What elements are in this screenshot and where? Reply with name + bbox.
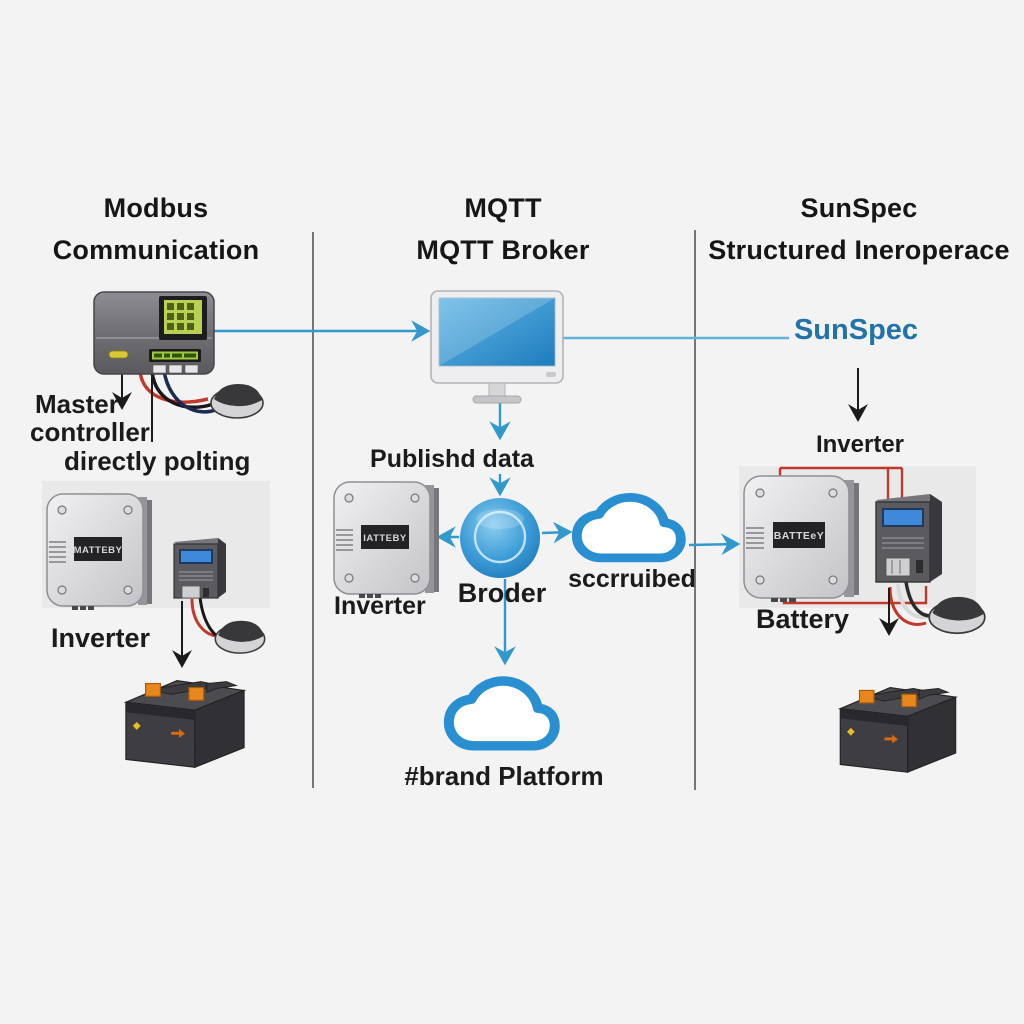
label-sunspec-blue: SunSpec [793,314,919,346]
lcd-device-col1 [173,538,226,599]
mouse-col3 [928,596,986,635]
inverter-unit-col2: IATTEBY [333,481,439,598]
label-brand-platform: #brand Platform [404,761,604,791]
label-subscribed: sccrruibed [568,565,696,593]
platform-cloud-icon [443,676,560,751]
inverter1-nameplate [74,537,122,561]
label-inverter-col3: Inverter [815,431,905,458]
label-inverter-col2: Inverter [334,592,426,620]
label-inverter-col1: Inverter [51,623,151,653]
controller-keypad-screen [159,296,207,340]
lcd-screen-col3 [884,510,922,525]
battery-col1 [123,680,247,769]
inverter2-nameplate-text: IATTEBY [363,533,407,544]
mouse-col1 [210,384,264,419]
wire-black-controller [150,370,214,409]
header-modbus-line1: Modbus [103,193,209,223]
modbus-controller [93,291,215,375]
lcd-device-col3 [875,494,942,583]
inverter1-vents [49,541,66,563]
wire-red-device3 [888,586,927,626]
label-broker: Broder [457,578,547,608]
inverter-unit-col1: MATTEBY [46,493,152,610]
label-directly-polling: directly polting [64,446,251,476]
wire-navy-controller [162,370,219,414]
broker-sphere [460,498,540,578]
header-sunspec-line1: SunSpec [800,193,918,223]
inverter3-nameplate-text: BATTEeY [774,530,825,542]
inverter-unit-col3: BATTEeY [743,475,859,602]
mouse-col1-lower [214,620,266,654]
battery-col3 [838,686,958,774]
header-sunspec: SunSpec Structured Ineroperace [696,187,1022,271]
label-controller: controller [30,417,150,447]
monitor [430,290,564,404]
column-divider-right [694,230,696,790]
subscribed-cloud-icon [571,492,686,563]
arrow-cloud-to-col3 [688,533,741,556]
column-divider-left [312,232,314,788]
header-sunspec-line2: Structured Ineroperace [708,235,1010,265]
wire-red-device1 [190,598,217,638]
header-mqtt-line2: MQTT Broker [416,235,590,265]
controller-lcd-strip [149,349,201,362]
lcd-screen-col1 [181,551,211,562]
header-modbus: Modbus Communication [0,187,312,271]
label-published-data: Publishd data [370,445,534,473]
label-battery-col3: Battery [756,604,850,634]
wire-red-controller [138,370,209,404]
header-mqtt: MQTT MQTT Broker [314,187,692,271]
header-modbus-line2: Communication [52,235,260,265]
header-mqtt-line1: MQTT [464,193,542,223]
inverter3-nameplate [773,522,825,548]
monitor-screen [438,297,556,367]
controller-indicator [108,350,129,359]
inverter2-nameplate [361,525,409,549]
arrow-broker-to-cloud [541,521,573,544]
label-master: Master [35,389,119,419]
controller-terminals [152,364,199,374]
inverter1-nameplate-text: MATTEBY [74,545,123,556]
